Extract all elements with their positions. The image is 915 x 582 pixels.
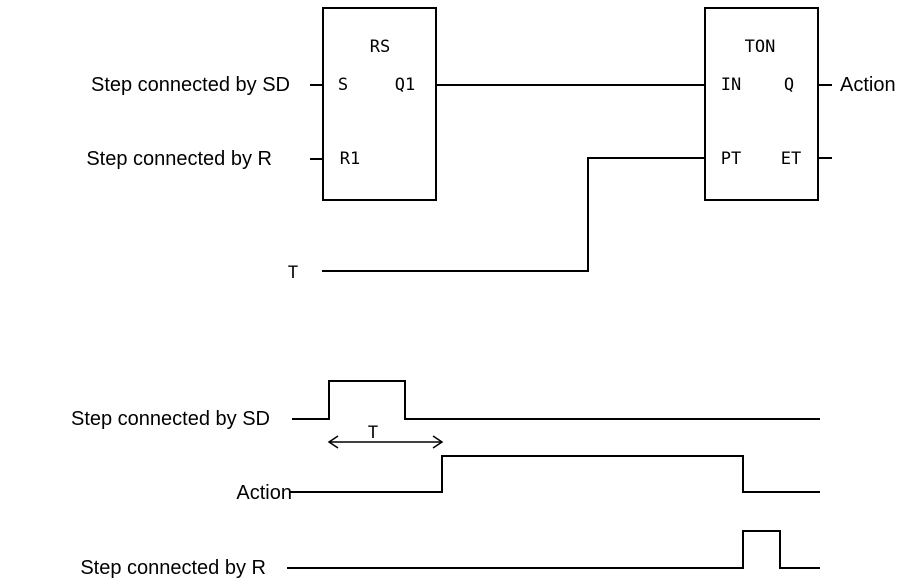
rs-block-frame	[322, 7, 437, 201]
input-label-t: T	[288, 263, 298, 283]
output-label-action: Action	[840, 74, 896, 96]
rs-block: RS S Q1 R1	[322, 7, 437, 201]
interval-arrowhead-right	[432, 435, 444, 449]
rs-pin-s: S	[338, 75, 348, 95]
rs-pin-r1: R1	[340, 149, 360, 169]
input-label-r: Step connected by R	[86, 148, 272, 170]
ton-block: TON IN Q PT ET	[704, 7, 819, 201]
ton-block-frame	[704, 7, 819, 201]
ton-pin-in: IN	[721, 75, 741, 95]
signal-action	[290, 455, 820, 493]
input-label-sd: Step connected by SD	[91, 74, 290, 96]
ton-block-title: TON	[745, 37, 776, 57]
interval-arrow: T	[327, 423, 444, 449]
timing-label-sd: Step connected by SD	[71, 408, 270, 430]
interval-arrowhead-left	[327, 435, 339, 449]
rs-pin-q1: Q1	[395, 75, 415, 95]
ton-pin-pt: PT	[721, 149, 741, 169]
wire-t-to-ton-pt	[322, 157, 705, 272]
timing-label-r: Step connected by R	[80, 557, 266, 579]
ton-pin-et: ET	[781, 149, 801, 169]
signal-sd	[292, 380, 820, 420]
ton-pin-q: Q	[784, 75, 794, 95]
interval-label: T	[368, 423, 378, 443]
signal-r	[287, 530, 820, 569]
rs-block-title: RS	[370, 37, 390, 57]
timing-label-action: Action	[236, 482, 292, 504]
